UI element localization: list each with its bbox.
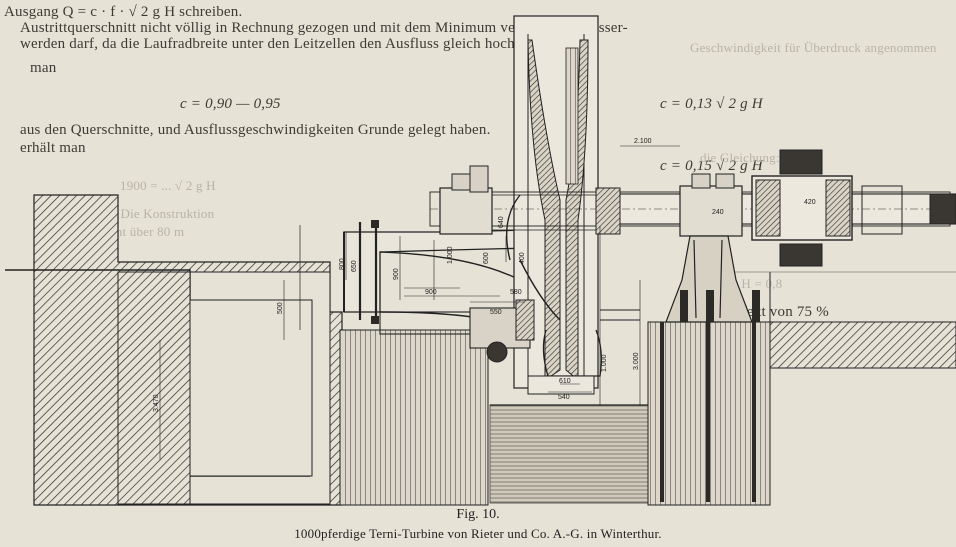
figure-caption: 1000pferdige Terni-Turbine von Rieter un… — [294, 526, 662, 541]
dimension-label: 550 — [490, 309, 502, 316]
background-equation: c = 0,13 √ 2 g H — [660, 96, 763, 112]
dimension-label: 400 — [519, 252, 526, 264]
dimension-label: 500 — [277, 302, 284, 314]
dimension-labels: 2.100 900 580 550 400 610 900 540 1.000 … — [153, 138, 816, 412]
background-text-line: man — [30, 60, 57, 76]
background-text-line: Ausgang Q = c · f · √ 2 g H schreiben. — [4, 4, 243, 20]
coupling — [751, 149, 956, 267]
foundation-left — [5, 194, 343, 506]
dimension-label: 610 — [559, 378, 571, 385]
dimension-label: 3.470 — [153, 394, 160, 412]
dimension-label: 240 — [712, 209, 724, 216]
dimension-label: 800 — [339, 258, 346, 270]
background-text-line: werden darf, da die Laufradbreite unter … — [20, 36, 519, 52]
dimension-label: 640 — [498, 216, 505, 228]
background-equation: c = 0,90 — 0,95 — [180, 96, 281, 112]
background-text-line: Austrittquerschnitt nicht völlig in Rech… — [20, 20, 628, 36]
dimension-label: 540 — [558, 394, 570, 401]
background-text-line: 1900 = ... √ 2 g H — [120, 178, 216, 193]
dimension-label: 3.000 — [633, 352, 640, 370]
gate-mechanism — [469, 299, 640, 363]
background-text-line: die Gleichung: — [700, 150, 780, 165]
figure-number: Fig. 10. — [456, 507, 500, 522]
bolts — [371, 220, 760, 502]
dimension-label: 420 — [804, 199, 816, 206]
dimension-label: 1.000 — [447, 246, 454, 264]
dimension-label: 580 — [510, 289, 522, 296]
background-equation: c = 0,15 √ 2 g H — [660, 158, 763, 174]
background-text-line: Geschwindigkeit für Überdruck angenommen — [690, 40, 937, 55]
background-text-line: erhält man — [20, 140, 86, 156]
background-text-line: aus den Querschnitte, und Ausflussgeschw… — [20, 122, 491, 138]
dimension-label: 900 — [393, 268, 400, 280]
dimension-label: 2.100 — [634, 138, 652, 145]
dimension-label: 600 — [483, 252, 490, 264]
dimension-label: 1.000 — [601, 354, 608, 372]
dimension-label: 650 — [351, 260, 358, 272]
dimension-label: 900 — [425, 289, 437, 296]
dimension-lines — [159, 145, 680, 460]
